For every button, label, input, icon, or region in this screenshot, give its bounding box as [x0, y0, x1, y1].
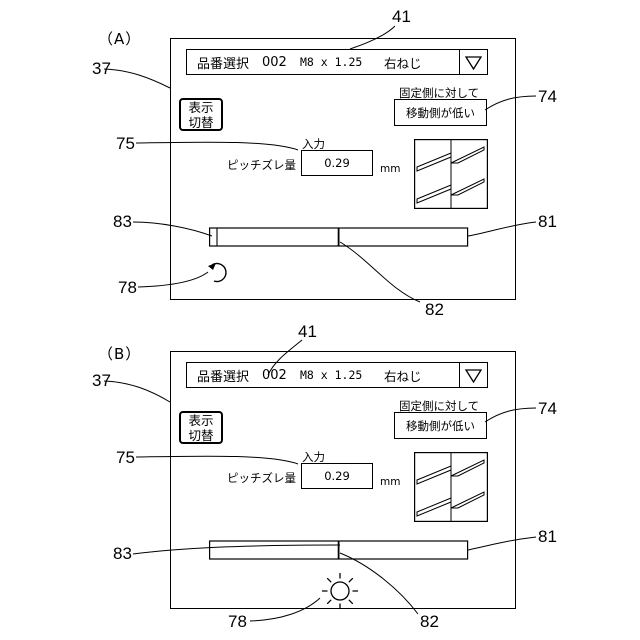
display-toggle-line1: 表示: [188, 413, 213, 428]
sun-icon: [321, 572, 359, 610]
dropdown-button[interactable]: [459, 362, 488, 389]
ref-label-bar-mid: 82: [420, 613, 439, 630]
pitch-input[interactable]: 0.29: [301, 150, 373, 176]
panel-tag: （B）: [98, 343, 141, 364]
display-toggle-button[interactable]: 表示 切替: [179, 411, 223, 444]
leader-37-b: [104, 381, 170, 402]
comparison-value: 移動側が低い: [394, 99, 487, 126]
ref-label-status: 78: [118, 279, 137, 296]
ref-label-screen: 37: [92, 372, 111, 389]
ref-label-selector: 41: [298, 323, 317, 340]
display-toggle-button[interactable]: 表示 切替: [179, 98, 223, 131]
selector-code: 002: [262, 363, 287, 387]
thread-view-icon: [414, 139, 488, 209]
screen: 品番選択 002 M8 x 1.25 右ねじ 表示 切替 固定側に対して 移動側…: [170, 38, 516, 300]
display-toggle-line1: 表示: [188, 100, 213, 115]
pitch-deviation-bar: [209, 540, 469, 562]
leader-37-a: [104, 69, 170, 88]
ref-label-bar-left: 83: [113, 213, 132, 230]
panel-tag: （A）: [98, 28, 141, 49]
selector-code: 002: [262, 50, 287, 74]
pitch-label: ピッチズレ量: [227, 157, 296, 173]
screen: 品番選択 002 M8 x 1.25 右ねじ 表示 切替 固定側に対して 移動側…: [170, 351, 516, 609]
selector-direction: 右ねじ: [384, 363, 422, 387]
pitch-deviation-bar: [209, 227, 469, 249]
pitch-label: ピッチズレ量: [227, 470, 296, 486]
ref-label-comparison: 74: [538, 88, 557, 105]
ref-label-bar-left: 83: [113, 545, 132, 562]
selector-size: M8 x 1.25: [300, 363, 362, 387]
dropdown-button[interactable]: [459, 49, 488, 76]
thread-view: [414, 452, 488, 522]
triangle-down-icon: [460, 50, 487, 76]
selector-direction: 右ねじ: [384, 50, 422, 74]
selector-title: 品番選択: [197, 50, 249, 74]
display-toggle-line2: 切替: [188, 115, 213, 130]
pitch-input[interactable]: 0.29: [301, 463, 373, 489]
unit-label: mm: [380, 163, 400, 175]
ref-label-comparison: 74: [538, 400, 557, 417]
selector-title: 品番選択: [197, 363, 249, 387]
selector-size: M8 x 1.25: [300, 50, 362, 74]
triangle-down-icon: [460, 363, 487, 389]
rotate-arrow-icon: [205, 257, 235, 287]
ref-label-bar-right: 81: [538, 213, 557, 230]
comparison-value: 移動側が低い: [394, 412, 487, 439]
ref-label-input: 75: [116, 449, 135, 466]
unit-label: mm: [380, 476, 400, 488]
ref-label-status: 78: [228, 613, 247, 630]
part-number-selector[interactable]: 品番選択 002 M8 x 1.25 右ねじ: [186, 49, 488, 75]
ref-label-selector: 41: [392, 8, 411, 25]
part-number-selector[interactable]: 品番選択 002 M8 x 1.25 右ねじ: [186, 362, 488, 388]
thread-view-icon: [414, 452, 488, 522]
ref-label-screen: 37: [92, 60, 111, 77]
display-toggle-line2: 切替: [188, 428, 213, 443]
ref-label-bar-right: 81: [538, 528, 557, 545]
thread-view: [414, 139, 488, 209]
ref-label-input: 75: [116, 135, 135, 152]
ref-label-bar-mid: 82: [425, 301, 444, 318]
